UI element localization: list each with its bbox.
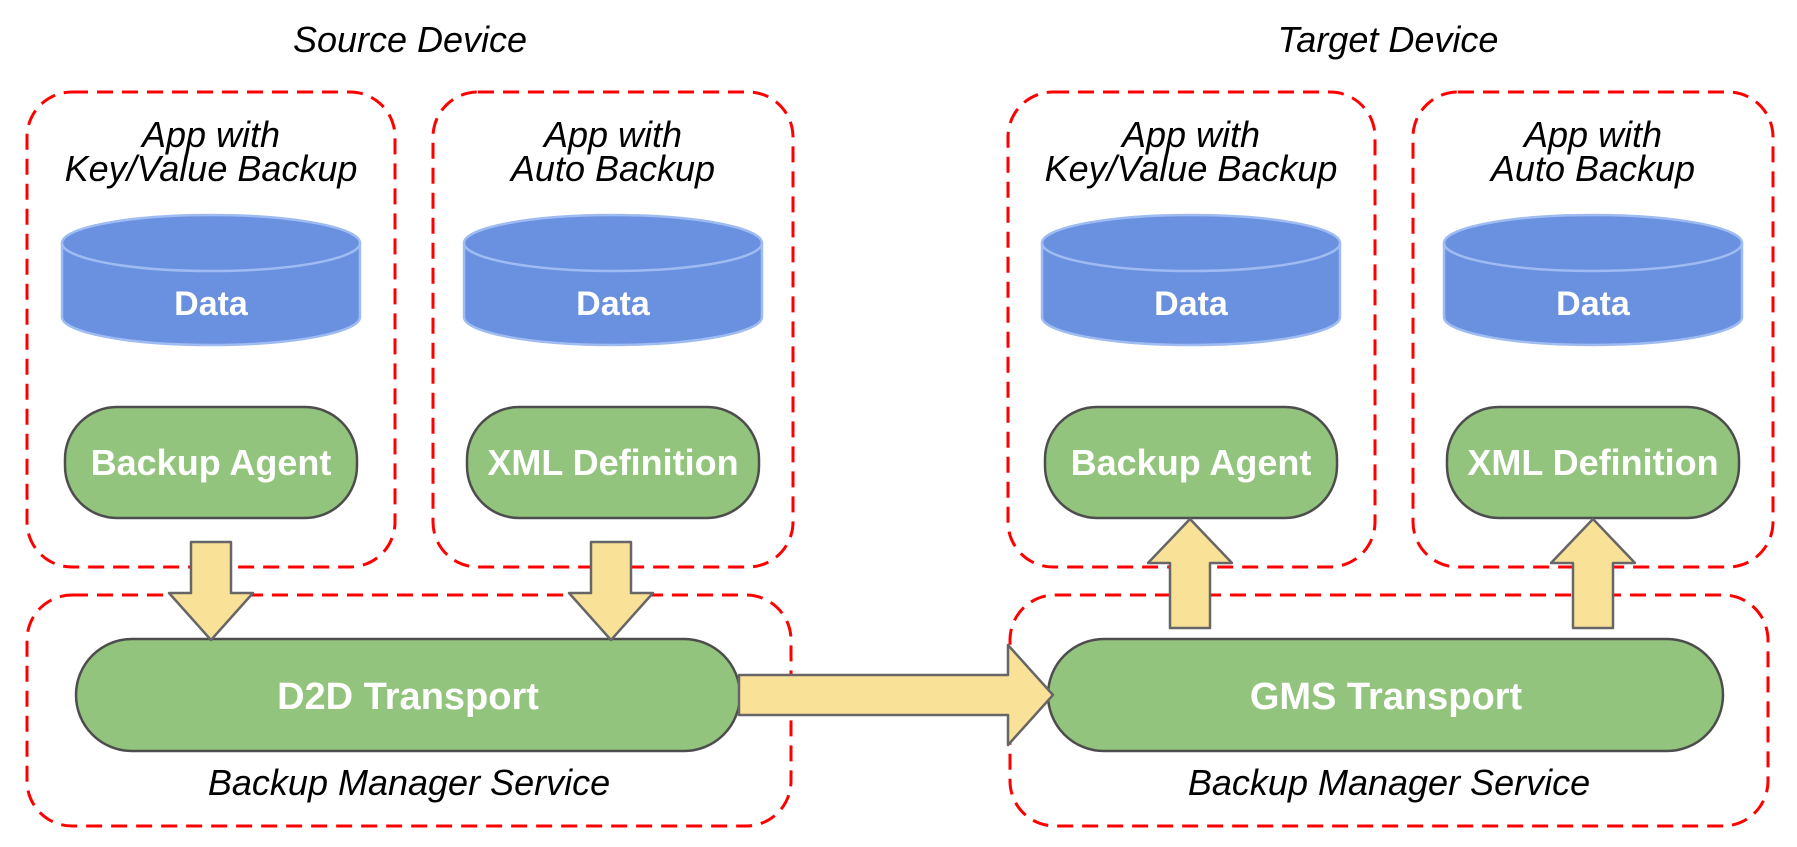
source-device-title: Source Device [293,19,527,60]
source-backup-agent-pill [63,405,359,520]
down-arrow-xml-definition-to-d2d [567,540,655,642]
target-backup-agent-label: Backup Agent [1071,442,1312,483]
source-keyvalue-data-cylinder-rim [60,242,362,273]
target-auto-data-label: Data [1556,285,1631,323]
source-backup-manager-service-label: Backup Manager Service [208,762,610,803]
target-app-keyvalue-title-line1: App with [1120,114,1260,155]
source-keyvalue-data-cylinder [60,213,362,347]
down-arrow-backup-agent-to-d2d [167,540,255,642]
target-xml-definition-label: XML Definition [1467,442,1718,483]
up-arrow-gms-to-backup-agent [1146,517,1234,630]
d2d-transport-label: D2D Transport [277,676,539,718]
target-app-auto-title-line1: App with [1522,114,1662,155]
right-arrow-d2d-to-gms [737,643,1055,747]
target-app-auto-title-line2: Auto Backup [1489,148,1695,189]
source-app-keyvalue-box [25,90,397,569]
target-auto-data-cylinder-rim [1442,242,1744,273]
target-keyvalue-data-cylinder [1040,213,1342,347]
source-app-auto-title-line2: Auto Backup [509,148,715,189]
target-device-title: Target Device [1278,19,1499,60]
source-app-keyvalue-title-line2: Key/Value Backup [65,148,358,189]
gms-transport-label: GMS Transport [1250,676,1523,718]
source-keyvalue-data-label: Data [174,285,249,323]
source-auto-data-label: Data [576,285,651,323]
target-keyvalue-data-cylinder-rim [1040,242,1342,273]
up-arrow-gms-to-xml-definition [1549,517,1637,630]
target-app-keyvalue-box [1006,90,1377,569]
target-app-keyvalue-title-line2: Key/Value Backup [1045,148,1338,189]
target-auto-data-cylinder [1442,213,1744,347]
target-backup-manager-service-label: Backup Manager Service [1188,762,1590,803]
source-auto-data-cylinder-rim [462,242,764,273]
source-app-auto-title-line1: App with [542,114,682,155]
source-auto-data-cylinder [462,213,764,347]
source-backup-agent-label: Backup Agent [91,442,332,483]
source-app-keyvalue-title-line1: App with [140,114,280,155]
source-xml-definition-label: XML Definition [487,442,738,483]
target-keyvalue-data-label: Data [1154,285,1229,323]
source-xml-definition-pill [465,405,761,520]
target-backup-agent-pill [1043,405,1339,520]
